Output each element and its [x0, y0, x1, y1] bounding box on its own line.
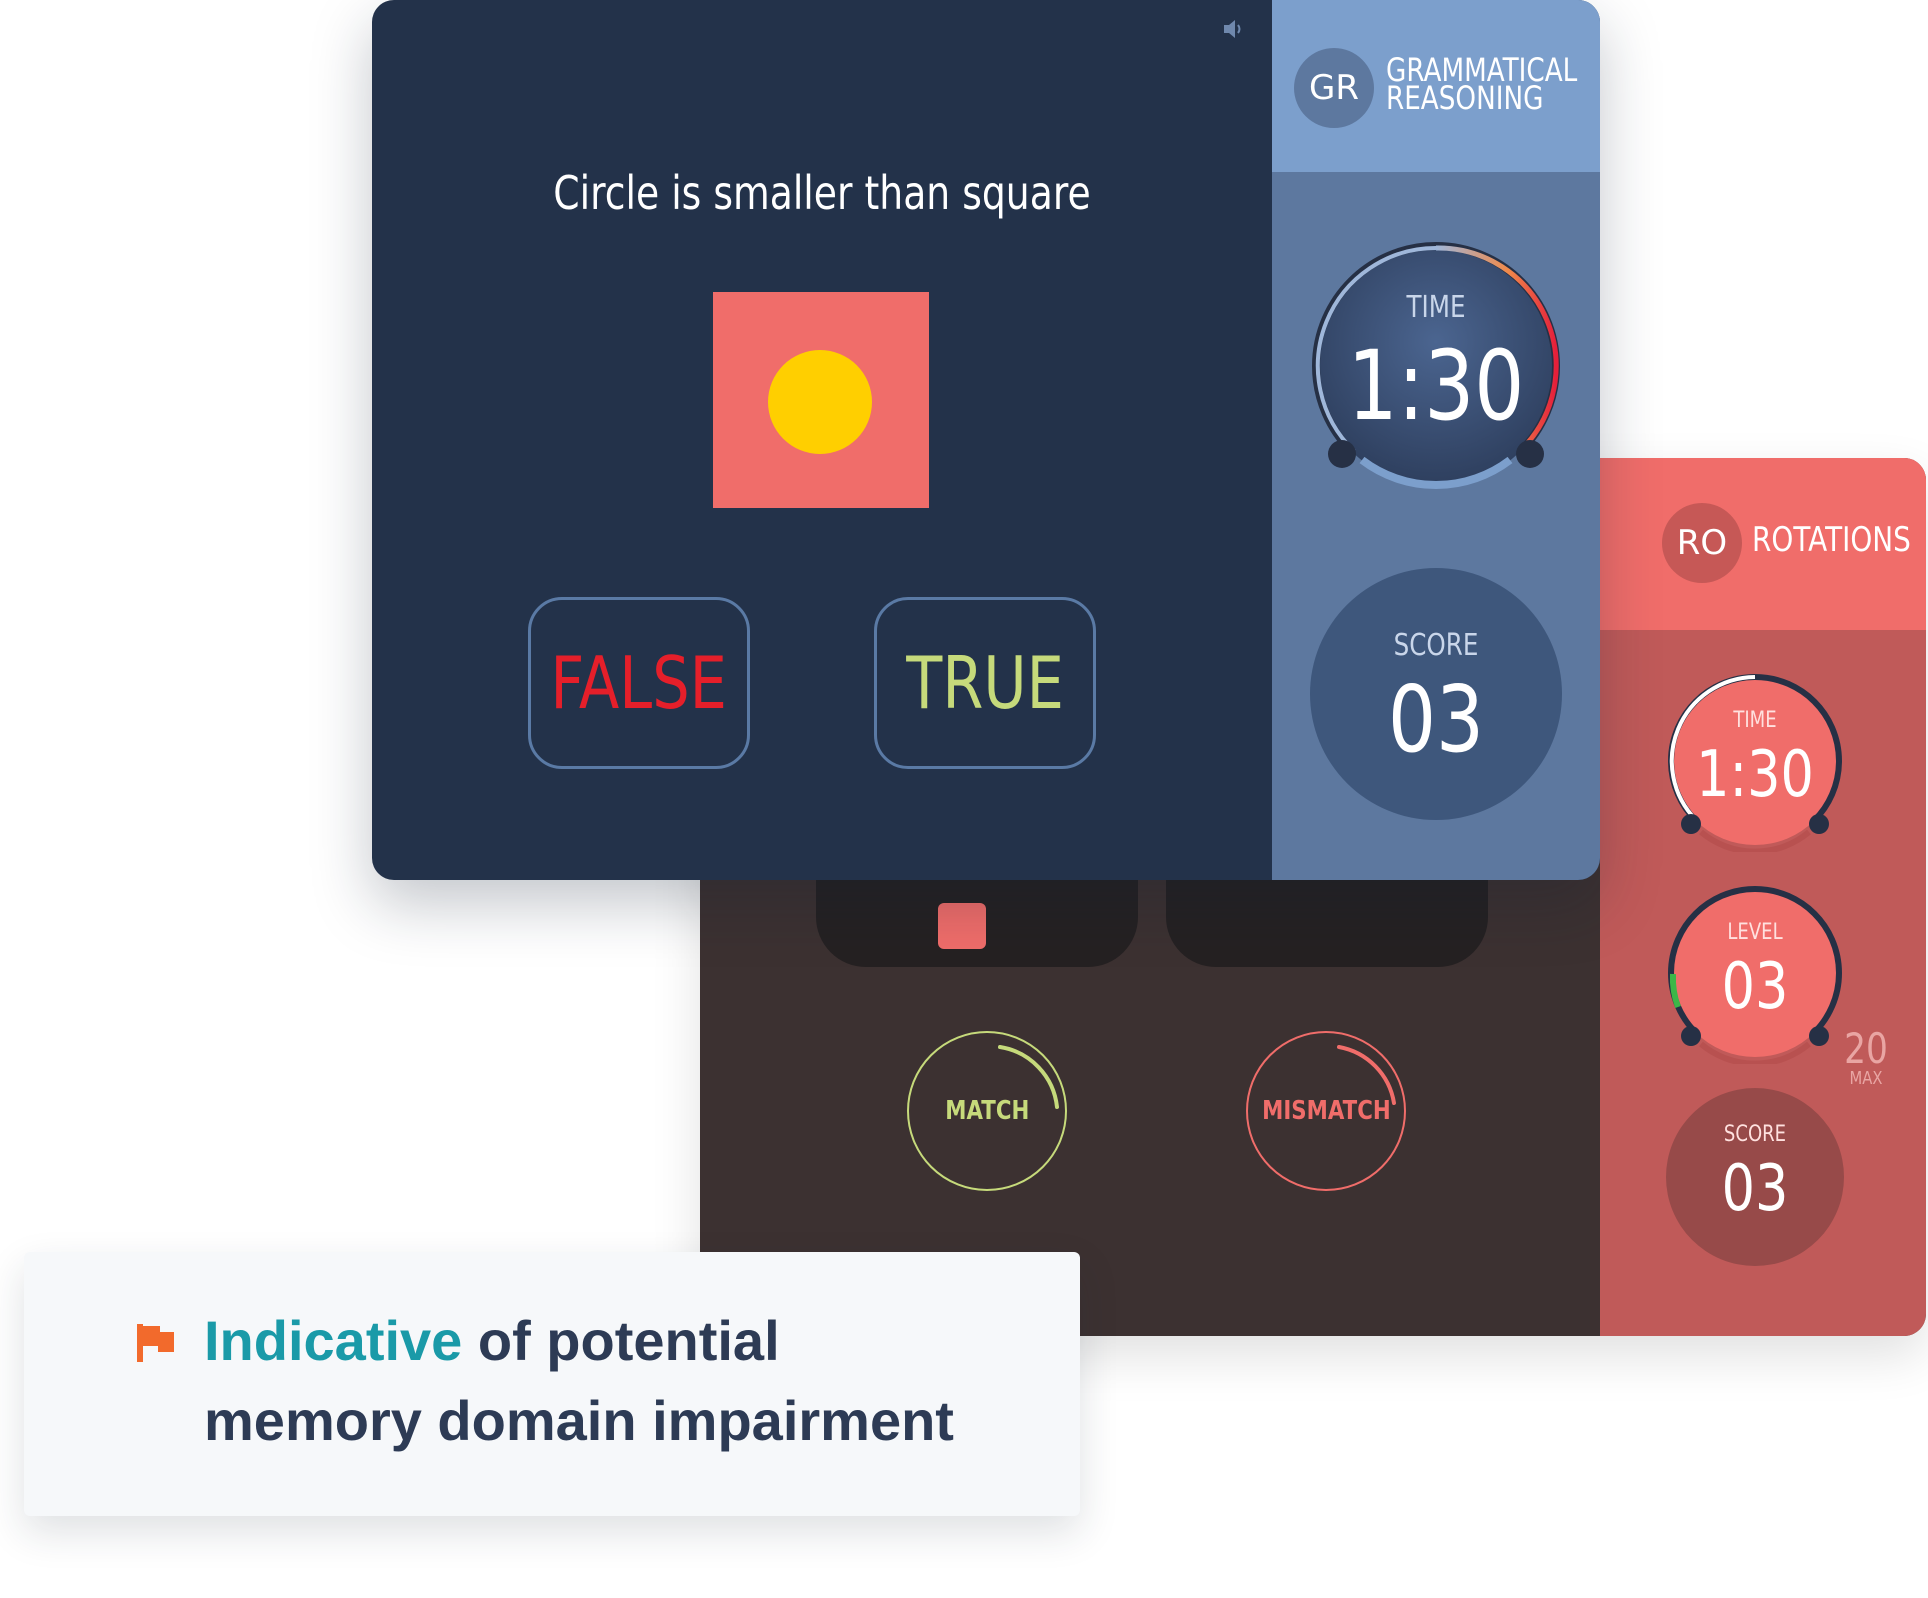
rotations-header [1600, 458, 1926, 630]
rotation-slot-right [1166, 880, 1488, 967]
grammatical-reasoning-time-value: 1:30 [1347, 330, 1525, 442]
flag-icon [137, 1324, 174, 1362]
rotation-shape [938, 903, 986, 949]
grammatical-reasoning-time-label: TIME [1406, 290, 1466, 325]
rotations-time-value: 1:30 [1696, 738, 1814, 812]
grammatical-reasoning-score-label: SCORE [1393, 628, 1479, 663]
rotations-level-label: LEVEL [1727, 920, 1783, 945]
rotations-level-value: 03 [1721, 950, 1789, 1024]
speaker-icon[interactable] [1222, 18, 1246, 40]
grammatical-reasoning-score-value: 03 [1387, 666, 1484, 773]
grammatical-reasoning-time-dial [1312, 242, 1560, 490]
rotations-score-value: 03 [1721, 1152, 1789, 1226]
rotations-badge: RO [1662, 503, 1742, 583]
false-button[interactable]: FALSE [528, 597, 750, 769]
rotations-level-max-label: MAX [1849, 1068, 1883, 1089]
rotations-level-max-value: 20 [1844, 1024, 1888, 1073]
mismatch-button[interactable]: MISMATCH [1246, 1031, 1406, 1191]
impairment-callout: Indicative of potential memory domain im… [24, 1252, 1080, 1516]
rotations-level-dial [1668, 886, 1842, 1064]
statement-text: Circle is smaller than square [553, 166, 1091, 220]
stimulus-circle [768, 350, 872, 454]
match-button[interactable]: MATCH [907, 1031, 1067, 1191]
grammatical-reasoning-title: GRAMMATICAL REASONING [1386, 51, 1578, 117]
rotations-time-label: TIME [1733, 708, 1777, 733]
callout-line-1: Indicative of potential [204, 1309, 780, 1372]
rotations-score-label: SCORE [1723, 1122, 1787, 1147]
rotations-time-dial [1668, 674, 1842, 852]
true-button[interactable]: TRUE [874, 597, 1096, 769]
callout-line-2: memory domain impairment [204, 1389, 954, 1452]
grammatical-reasoning-score-circle [1310, 568, 1562, 820]
rotations-title: ROTATIONS [1752, 520, 1911, 560]
grammatical-reasoning-badge: GR [1294, 48, 1374, 128]
mismatch-progress-arc [1337, 1045, 1396, 1105]
rotations-score-circle [1666, 1088, 1844, 1266]
match-progress-arc [998, 1045, 1059, 1109]
